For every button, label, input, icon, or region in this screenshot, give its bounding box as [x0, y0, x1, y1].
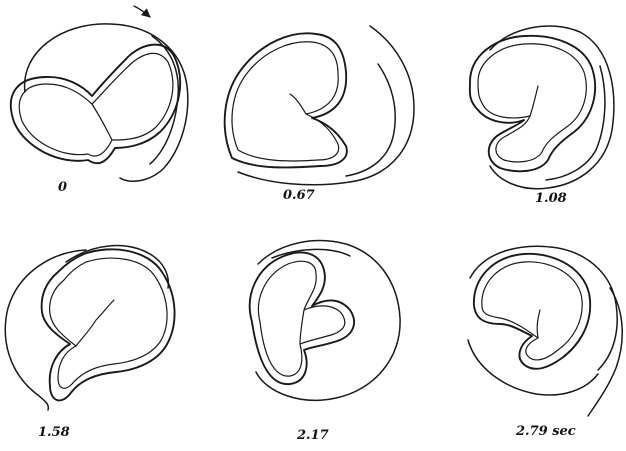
frame-2-17-drawing: [250, 241, 400, 401]
outer-membrane-upper: [66, 246, 168, 288]
frame-label-1-58: 1.58: [38, 425, 70, 440]
cell-body-inner-outline: [19, 53, 173, 156]
arm-junction: [76, 300, 114, 346]
arm-junction: [300, 310, 304, 344]
arm-junction: [92, 104, 112, 140]
cell-body-inner-outline: [50, 258, 167, 388]
cell-body-outline: [42, 249, 175, 400]
arm-junction: [537, 310, 540, 338]
frame-label-1-08: 1.08: [535, 191, 567, 206]
outer-membrane: [5, 250, 86, 410]
frame-0-drawing: [11, 24, 188, 181]
outer-membrane: [25, 24, 188, 181]
frame-2-79-drawing: [468, 246, 622, 416]
frame-label-0: 0: [58, 180, 67, 195]
outer-membrane-inner-edge: [346, 64, 395, 176]
frame-1-58-drawing: [5, 246, 174, 410]
cell-body-inner-outline: [478, 44, 586, 162]
arm-junction: [290, 94, 306, 114]
cell-body-outline: [474, 254, 590, 369]
cell-body-outline: [11, 45, 180, 164]
frame-1-08-drawing: [470, 26, 614, 189]
cell-body-outline: [470, 36, 595, 171]
outer-membrane-lower: [468, 340, 598, 395]
rotation-arrow-icon: [134, 6, 150, 17]
cell-body-outline: [250, 252, 354, 384]
frame-label-2-17: 2.17: [297, 428, 329, 443]
frame-0-67-drawing: [225, 26, 414, 185]
arm-junction: [530, 86, 538, 116]
frame-label-0-67: 0.67: [283, 188, 315, 203]
frame-label-2-79-sec: 2.79 sec: [516, 424, 576, 439]
cell-body-inner-outline: [232, 42, 339, 161]
cell-body-inner-outline: [482, 262, 582, 360]
cell-body-inner-outline: [258, 261, 344, 376]
outer-membrane: [490, 26, 614, 189]
outer-membrane: [256, 241, 400, 401]
cell-body-outline: [225, 33, 347, 167]
